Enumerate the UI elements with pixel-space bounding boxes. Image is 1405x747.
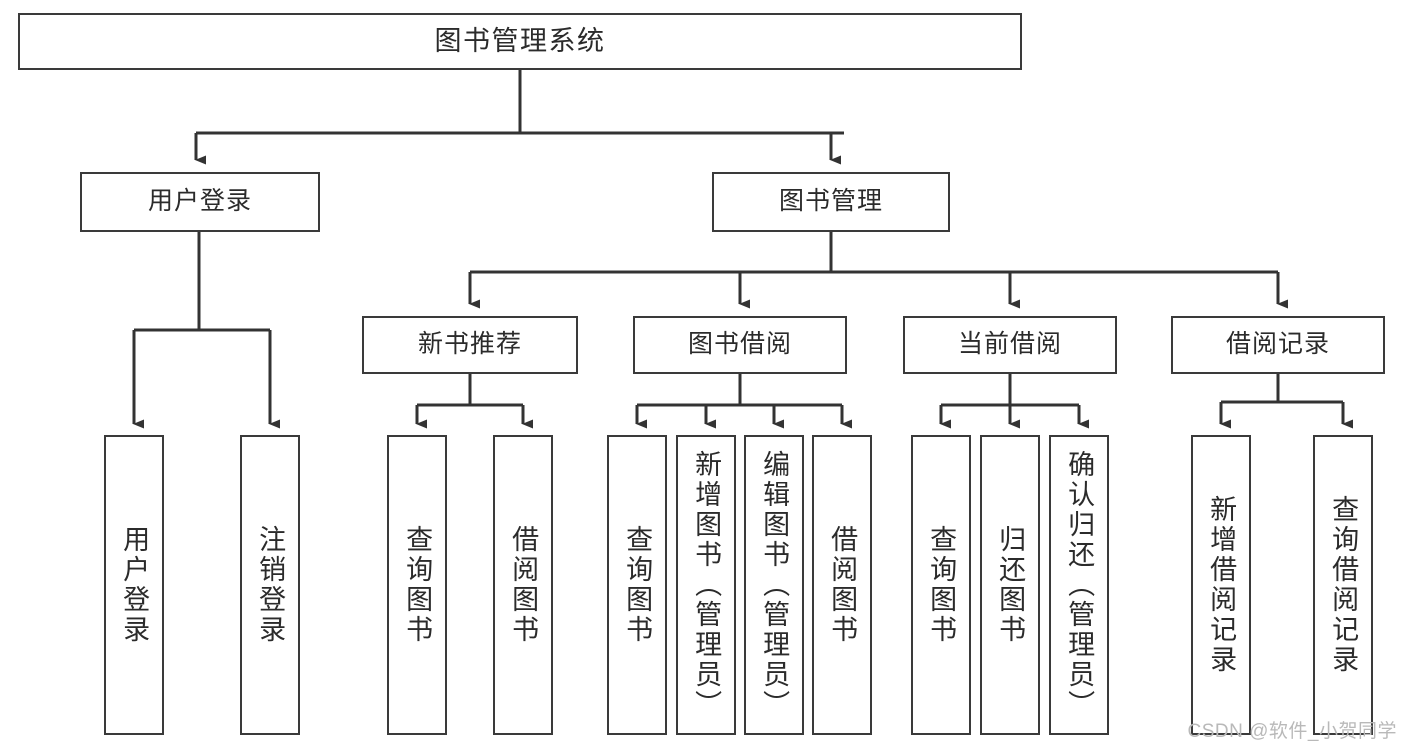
leaf-query-book-recommend[interactable]: 查询图书 [387, 435, 447, 735]
node-label: 图书管理系统 [434, 25, 606, 56]
node-label: 新增借阅记录 [1206, 495, 1237, 675]
node-label: 用户登录 [119, 525, 150, 645]
node-label: 编辑图书（管理员） [759, 450, 790, 720]
leaf-return-book[interactable]: 归还图书 [980, 435, 1040, 735]
node-label: 借阅记录 [1225, 330, 1330, 359]
node-label: 当前借阅 [957, 330, 1062, 359]
node-label: 查询图书 [926, 525, 957, 645]
node-user-login[interactable]: 用户登录 [80, 172, 320, 232]
leaf-query-book-borrow[interactable]: 查询图书 [607, 435, 667, 735]
node-label: 确认归还（管理员） [1064, 450, 1095, 720]
leaf-query-book-current[interactable]: 查询图书 [911, 435, 971, 735]
node-label: 图书借阅 [687, 330, 792, 359]
leaf-add-book-admin[interactable]: 新增图书（管理员） [676, 435, 736, 735]
node-label: 查询图书 [622, 525, 653, 645]
node-label: 图书管理 [778, 187, 883, 216]
node-book-management[interactable]: 图书管理 [712, 172, 950, 232]
leaf-edit-book-admin[interactable]: 编辑图书（管理员） [744, 435, 804, 735]
leaf-borrow-book-recommend[interactable]: 借阅图书 [493, 435, 553, 735]
node-current-borrow[interactable]: 当前借阅 [903, 316, 1117, 374]
leaf-logout[interactable]: 注销登录 [240, 435, 300, 735]
node-label: 新书推荐 [417, 330, 522, 359]
node-label: 注销登录 [255, 525, 286, 645]
node-label: 借阅图书 [827, 525, 858, 645]
node-book-borrow[interactable]: 图书借阅 [633, 316, 847, 374]
node-label: 新增图书（管理员） [691, 450, 722, 720]
node-label: 归还图书 [995, 525, 1026, 645]
leaf-borrow-book[interactable]: 借阅图书 [812, 435, 872, 735]
leaf-query-borrow-record[interactable]: 查询借阅记录 [1313, 435, 1373, 735]
node-new-book-recommend[interactable]: 新书推荐 [362, 316, 578, 374]
node-label: 用户登录 [147, 187, 252, 216]
leaf-add-borrow-record[interactable]: 新增借阅记录 [1191, 435, 1251, 735]
csdn-watermark: CSDN @软件_小贺同学 [1187, 721, 1397, 742]
node-label: 查询图书 [402, 525, 433, 645]
leaf-confirm-return-admin[interactable]: 确认归还（管理员） [1049, 435, 1109, 735]
node-label: 查询借阅记录 [1328, 495, 1359, 675]
leaf-user-login[interactable]: 用户登录 [104, 435, 164, 735]
node-borrow-record[interactable]: 借阅记录 [1171, 316, 1385, 374]
node-root-system[interactable]: 图书管理系统 [18, 13, 1022, 70]
node-label: 借阅图书 [508, 525, 539, 645]
